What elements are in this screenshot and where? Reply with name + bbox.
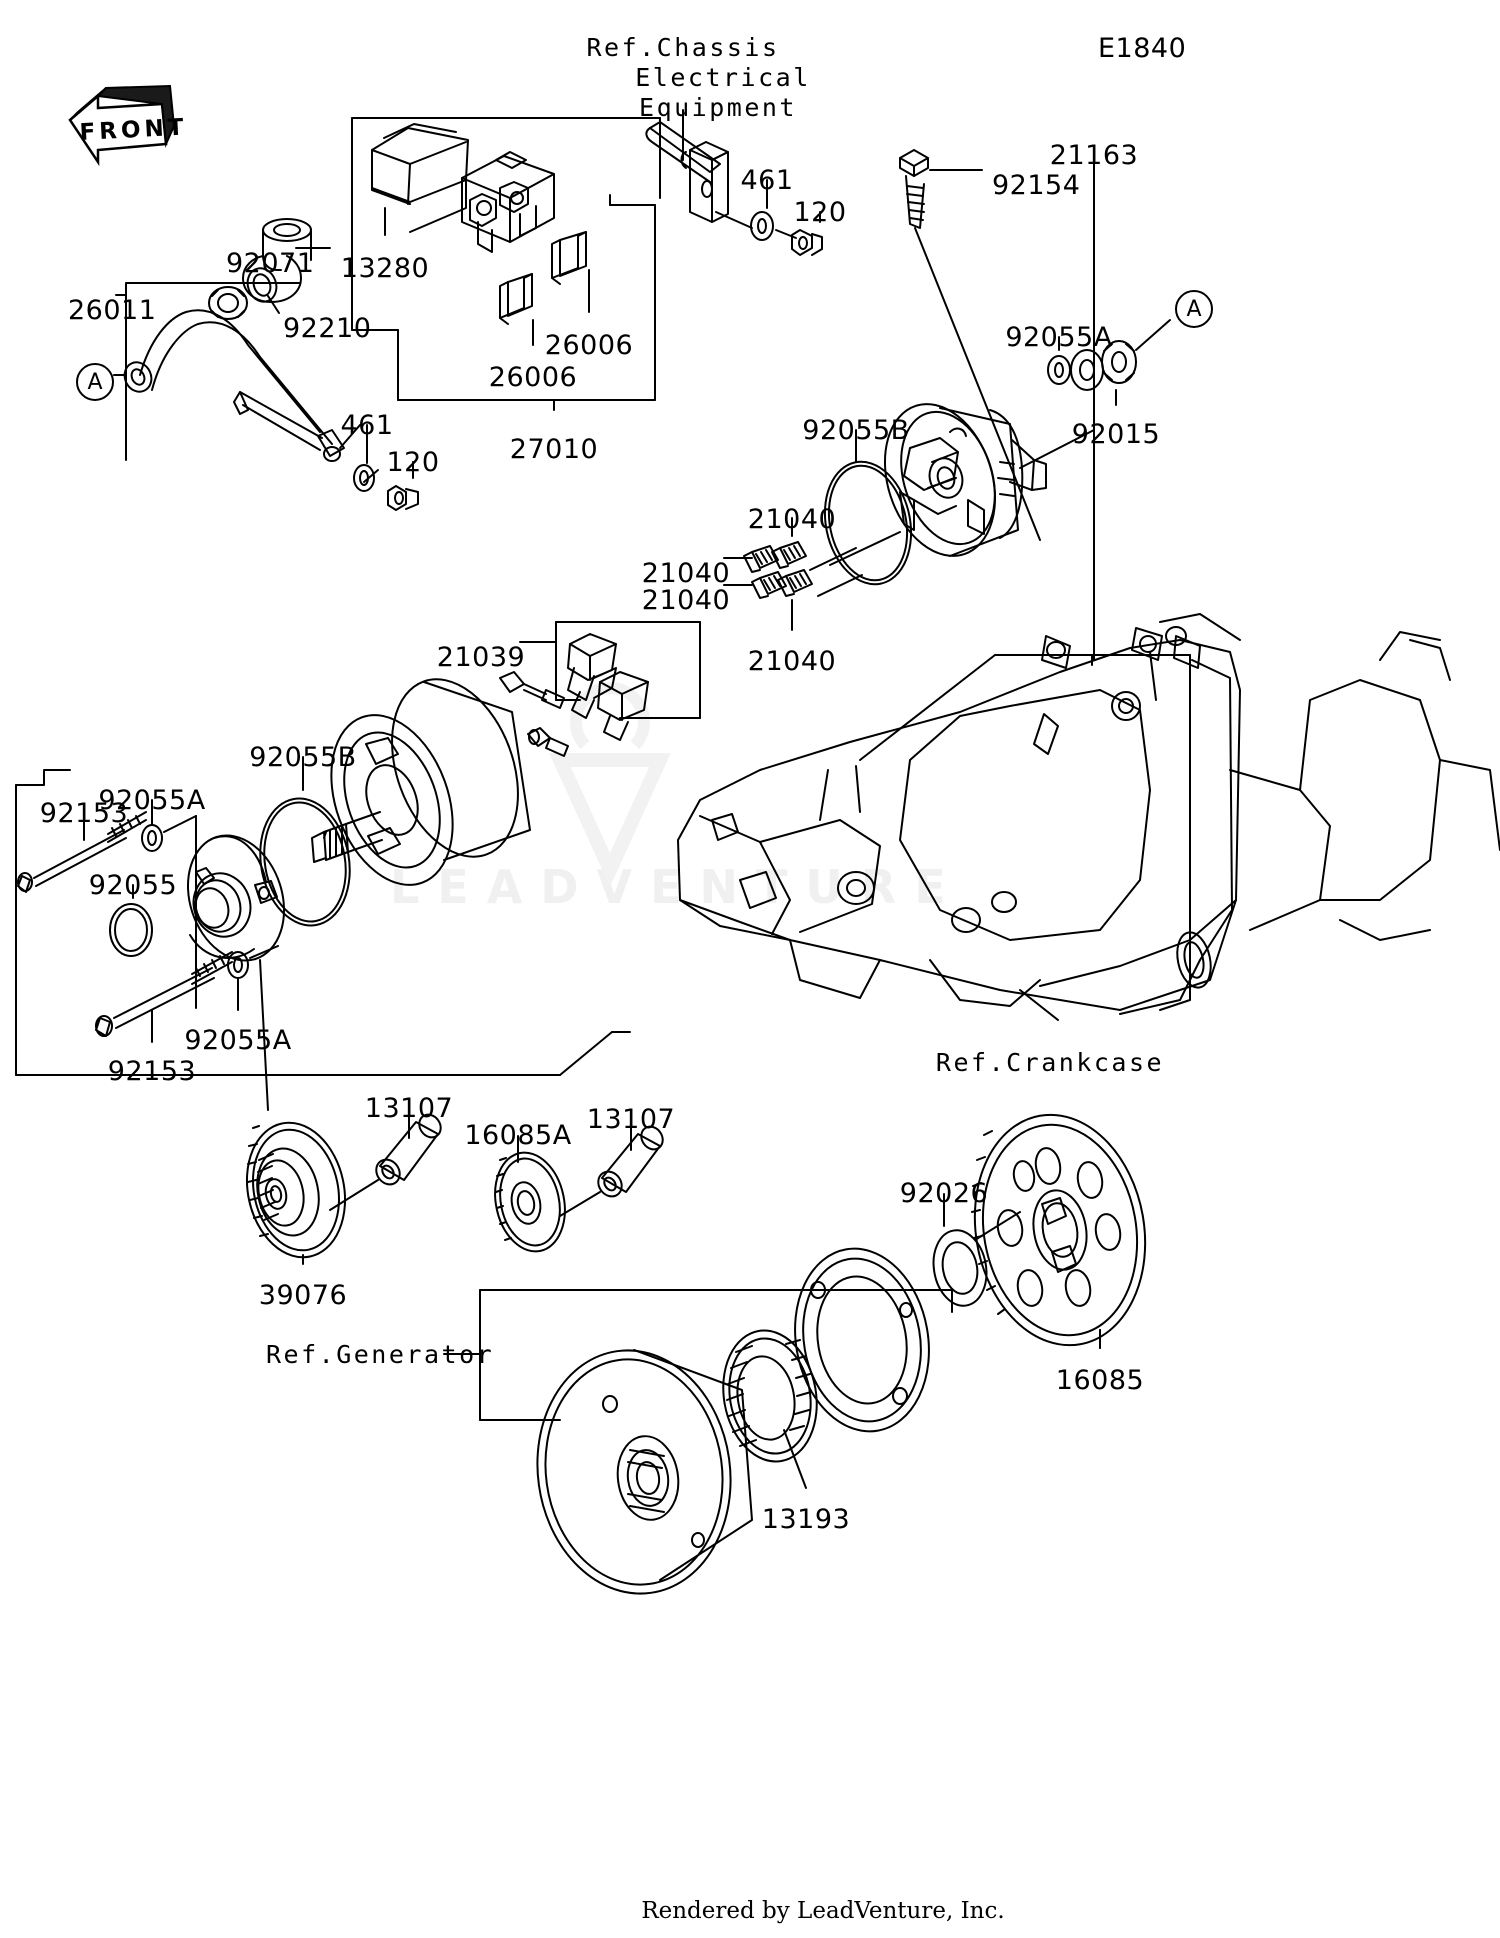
part-number-92210: 92210 [283, 313, 372, 344]
part-number-13193: 13193 [761, 1504, 851, 1535]
callout-a-right: A [1175, 290, 1213, 328]
front-direction-marker: FRONT [62, 78, 188, 168]
part-number-16085A: 16085A [464, 1120, 572, 1151]
part-number-461: 461 [740, 165, 794, 196]
part-number-21040: 21040 [641, 585, 731, 616]
part-number-92153: 92153 [39, 798, 129, 829]
part-number-461: 461 [340, 410, 394, 441]
part-number-92055B: 92055B [802, 415, 910, 446]
front-label: FRONT [79, 114, 188, 146]
part-number-21040: 21040 [747, 504, 837, 535]
part-number-21040: 21040 [747, 646, 837, 677]
part-number-26011: 26011 [68, 295, 157, 326]
part-number-92026: 92026 [899, 1178, 989, 1209]
ref-generator: Ref.Generator [266, 1340, 495, 1369]
render-credit: Rendered by LeadVenture, Inc. [641, 1898, 1005, 1924]
part-number-13107: 13107 [586, 1104, 676, 1135]
diagram-code: E1840 [1098, 33, 1187, 64]
part-number-92154: 92154 [992, 170, 1081, 201]
part-number-92055A: 92055A [1005, 322, 1113, 353]
part-number-26006: 26006 [488, 362, 578, 393]
part-number-26006: 26006 [544, 330, 634, 361]
part-number-13280: 13280 [340, 253, 430, 284]
ref-chassis-line1: Ref.Chassis [586, 33, 780, 62]
part-number-21040: 21040 [641, 558, 731, 589]
part-number-39076: 39076 [258, 1280, 348, 1311]
part-number-92055A: 92055A [184, 1025, 292, 1056]
part-number-92055: 92055 [88, 870, 178, 901]
callout-a-left: A [76, 363, 114, 401]
ref-crankcase: Ref.Crankcase [935, 1048, 1165, 1077]
part-number-27010: 27010 [509, 434, 599, 465]
part-number-120: 120 [793, 197, 847, 228]
part-number-21039: 21039 [436, 642, 526, 673]
part-number-92055B: 92055B [249, 742, 357, 773]
ref-chassis-line3: Equipment [639, 93, 797, 122]
part-number-92015: 92015 [1071, 419, 1161, 450]
part-number-13107: 13107 [364, 1093, 454, 1124]
part-number-21163: 21163 [1049, 140, 1139, 171]
part-number-92153: 92153 [107, 1056, 197, 1087]
part-number-16085: 16085 [1055, 1365, 1145, 1396]
part-number-120: 120 [386, 447, 440, 478]
ref-chassis-line2: Electrical [635, 63, 811, 92]
part-number-92071: 92071 [226, 248, 315, 279]
